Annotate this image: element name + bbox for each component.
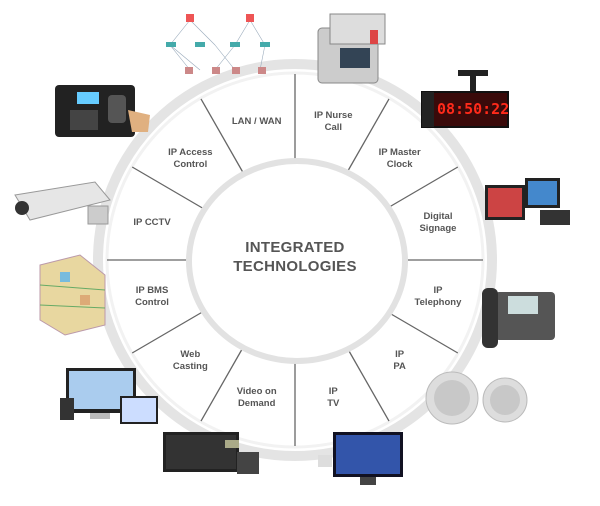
center-title-line1: INTEGRATED (245, 239, 345, 256)
segment-label: IP CCTV (107, 217, 197, 229)
digital-signage-icon (485, 178, 570, 225)
segment-divider (381, 166, 459, 213)
ip-tv-icon (318, 432, 403, 485)
cctv-camera-icon (14, 181, 111, 225)
segment-label-line1: IP (395, 349, 405, 361)
segment-label-line2: TV (327, 398, 340, 410)
video-on-demand-icon (163, 432, 259, 474)
segment-divider (200, 343, 246, 422)
segment-label-line2: Control (135, 297, 169, 308)
center-title-line2: TECHNOLOGIES (233, 258, 357, 275)
segment-label-line2: PA (393, 361, 406, 373)
segment-label-line1: LAN / WAN (231, 115, 282, 127)
network-diagram-icon (166, 14, 270, 74)
segment-label-line1: Web (180, 349, 201, 361)
clock-icon (421, 70, 509, 128)
center-title: INTEGRATED TECHNOLOGIES (195, 238, 395, 276)
segment-divider (131, 166, 209, 213)
nurse-call-terminal-icon (317, 13, 386, 84)
segment-divider (200, 98, 246, 177)
segment-divider (344, 343, 390, 422)
segment-divider (131, 307, 209, 354)
segment-label-line1: Video on (236, 386, 277, 398)
segment-label-line2: Telephony (414, 297, 462, 308)
segment-label-line1: IP BMS (135, 285, 169, 296)
segment-label-line2: Call (324, 121, 343, 133)
segment-label-line1: IP Nurse (314, 109, 353, 121)
inner-circle (186, 158, 408, 364)
outer-ring (93, 59, 497, 461)
segment-label-line1: IP Master (378, 146, 421, 158)
pa-speakers-icon (425, 371, 528, 425)
access-control-terminal-icon (55, 85, 150, 137)
segment-label: LAN / WAN (212, 116, 302, 128)
segment-label-line1: Digital (423, 210, 453, 222)
segment-label-line2: Demand (237, 398, 276, 410)
segment-divider (344, 98, 390, 177)
clock-display: 08:50:22 (437, 100, 510, 118)
segment-label-line2: Casting (172, 361, 208, 373)
segment-label-line1: IP (328, 386, 338, 398)
segment-label-line2: Signage (419, 222, 457, 234)
segment-label-line1: IP Access (168, 146, 213, 158)
building-bms-icon (39, 254, 106, 336)
web-casting-devices-icon (60, 368, 158, 424)
segment-label-line2: Clock (386, 158, 413, 170)
segment-label-line1: IP CCTV (133, 216, 171, 228)
segment-label-line2: Control (173, 158, 208, 170)
segment-divider (381, 307, 459, 354)
ip-phone-icon (482, 288, 555, 348)
segment-label-line1: IP (433, 285, 443, 296)
